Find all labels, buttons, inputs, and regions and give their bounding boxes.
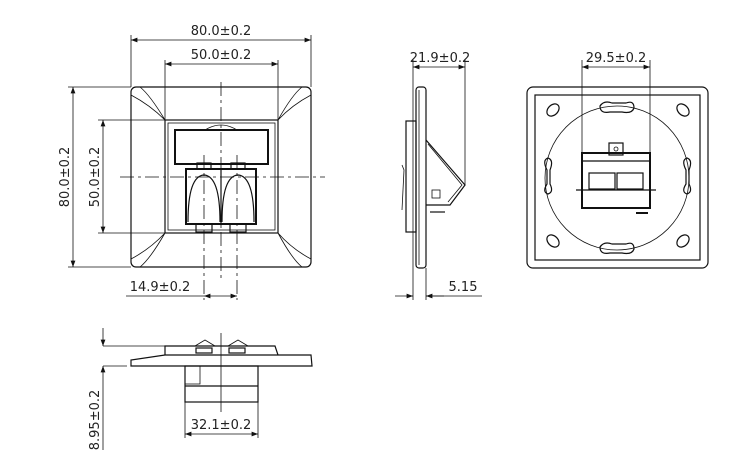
dim-module-width-back: 29.5±0.2 [586,51,647,66]
dim-outer-height: 80.0±0.2 [58,147,73,208]
front-view: 80.0±0.2 50.0±0.2 80.0±0.2 50.0±0.2 14.9… [58,24,325,300]
dim-port-pitch: 14.9±0.2 [130,280,191,295]
back-view: 29.5±0.2 [526,51,709,269]
side-view: 21.9±0.2 5.15 [395,51,482,300]
dim-inner-width: 50.0±0.2 [191,48,252,63]
dim-outer-width: 80.0±0.2 [191,24,252,39]
dim-depth: 21.9±0.2 [410,51,471,66]
label-window [174,129,269,165]
back-jack-module [581,152,651,209]
dim-frame-thickness: 5.15 [449,280,478,295]
dim-module-width-bottom: 32.1±0.2 [191,418,252,433]
dim-inner-height: 50.0±0.2 [88,147,103,208]
dim-bottom-height: 8.95±0.2 [88,390,103,451]
bottom-view: 8.95±0.2 32.1±0.2 [88,328,313,451]
